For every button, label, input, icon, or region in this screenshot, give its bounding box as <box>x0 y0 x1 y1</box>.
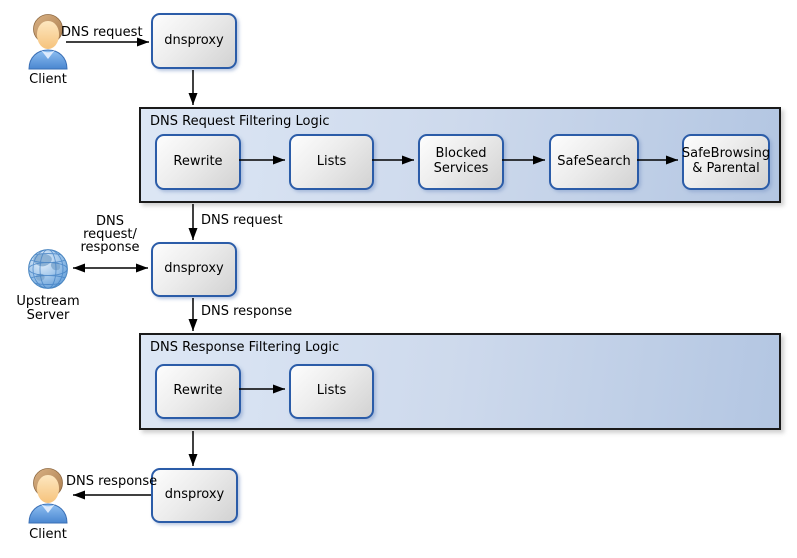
response-filtering-title: DNS Response Filtering Logic <box>150 340 340 355</box>
dnsproxy-top-node: dnsproxy <box>151 13 237 69</box>
filter-box-rewrite-response: Rewrite <box>155 364 241 419</box>
edge-label-filtered-request: DNS request <box>201 213 283 228</box>
edge-label-dns-response: DNS response <box>201 304 293 319</box>
dnsproxy-middle-node: dnsproxy <box>151 242 237 297</box>
edge-label-upstream-exchange: DNS request/ response <box>80 214 140 255</box>
filter-box-lists-response: Lists <box>289 364 374 419</box>
client-bottom-actor <box>26 466 70 524</box>
filter-box-lists-request: Lists <box>289 134 374 190</box>
person-icon <box>28 14 68 70</box>
filter-box-blocked-services: Blocked Services <box>418 134 504 190</box>
filter-box-safesearch: SafeSearch <box>549 134 639 190</box>
response-filtering-container: DNS Response Filtering Logic Rewrite Lis… <box>139 333 781 430</box>
upstream-server-label: Upstream Server <box>16 294 80 323</box>
upstream-server-actor <box>26 248 70 292</box>
request-filtering-title: DNS Request Filtering Logic <box>150 114 330 129</box>
filter-box-rewrite-request: Rewrite <box>155 134 241 190</box>
filter-box-safebrowsing-parental: SafeBrowsing & Parental <box>682 134 770 190</box>
globe-icon <box>28 249 68 289</box>
person-icon <box>28 468 68 524</box>
edge-label-response-to-client: DNS response <box>66 474 158 489</box>
client-bottom-label: Client <box>29 527 67 542</box>
dnsproxy-bottom-node: dnsproxy <box>151 468 238 523</box>
request-filtering-container: DNS Request Filtering Logic Rewrite List… <box>139 107 781 203</box>
client-top-label: Client <box>29 72 67 87</box>
edge-label-client-request: DNS request <box>61 25 143 40</box>
client-top-actor <box>26 12 70 70</box>
